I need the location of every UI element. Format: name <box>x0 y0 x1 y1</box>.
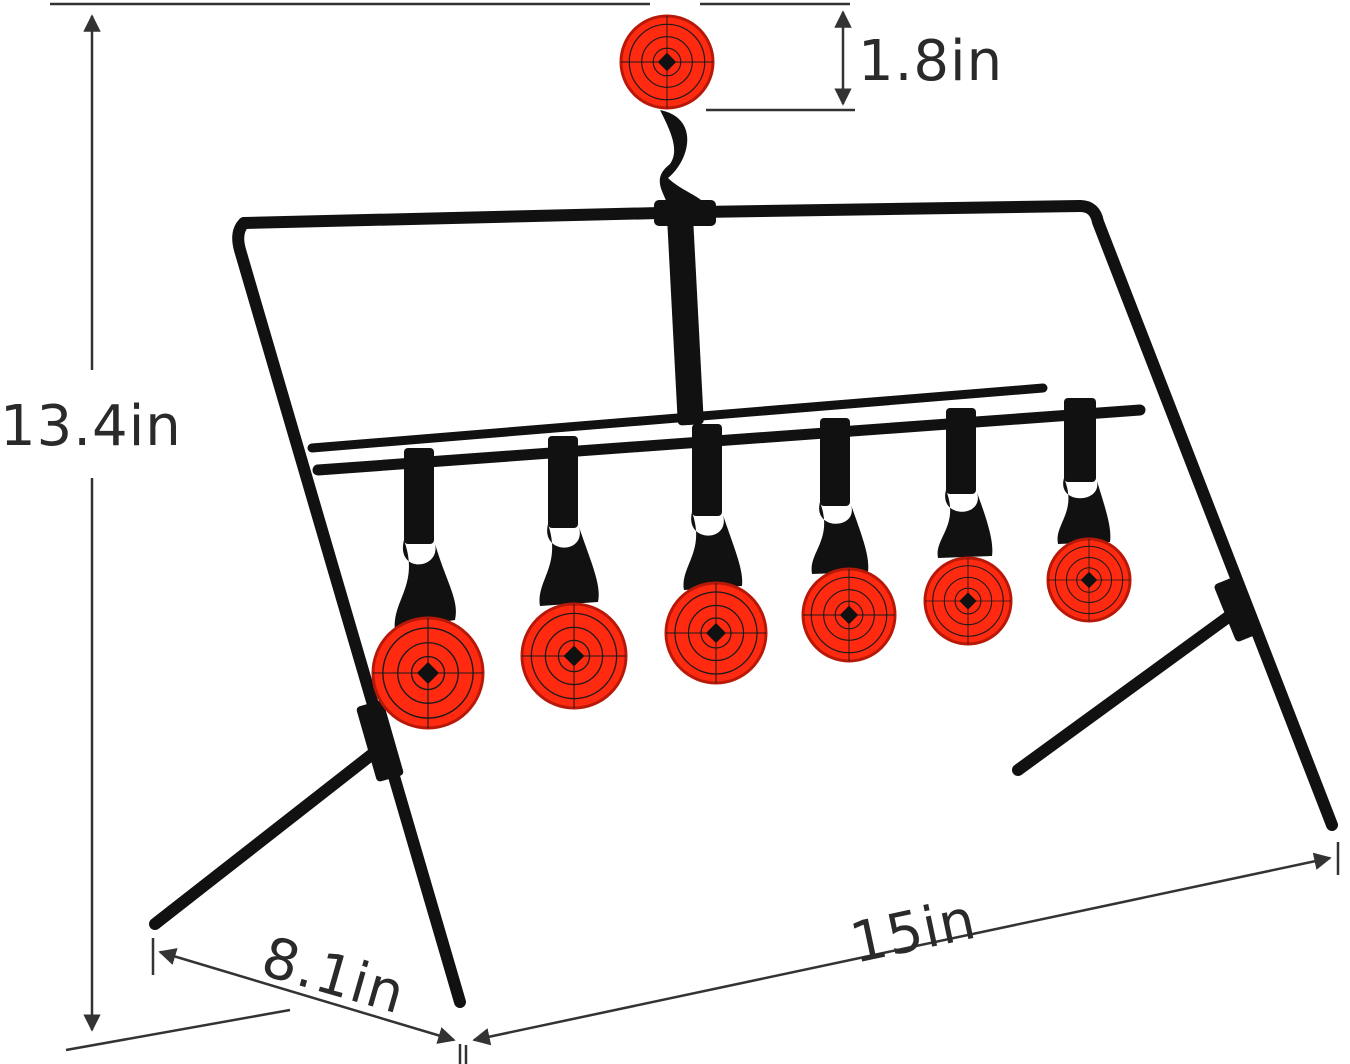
frame-hinge-bar <box>312 404 1146 476</box>
spinner-target-2 <box>522 436 626 708</box>
stand-frame <box>149 200 1338 1008</box>
frame-rear-bar <box>307 383 1048 453</box>
spinner-target-6 <box>1048 398 1130 621</box>
top-target-label: 1.8in <box>858 29 1003 94</box>
height-extension-bottom <box>65 1008 291 1052</box>
height-label: 13.4in <box>0 394 182 459</box>
top-reset-target <box>621 16 713 108</box>
frame-right-kickstand <box>1012 606 1241 776</box>
spinner-target-3 <box>666 424 766 683</box>
spinner-target-5 <box>925 408 1011 644</box>
width-arrow <box>472 852 1332 1046</box>
spinner-target-4 <box>803 418 895 661</box>
target-row <box>373 398 1130 728</box>
dimension-lines <box>50 2 1340 1064</box>
center-post <box>659 110 706 426</box>
frame-left-kickstand <box>149 739 390 930</box>
right-clamp <box>1214 576 1260 642</box>
frame-right-upright <box>1074 200 1338 831</box>
left-clamp <box>356 700 404 782</box>
width-label: 15in <box>845 887 982 977</box>
frame-left-upright <box>232 217 466 1008</box>
depth-arrow <box>158 948 456 1044</box>
spinner-target-1 <box>373 448 483 728</box>
